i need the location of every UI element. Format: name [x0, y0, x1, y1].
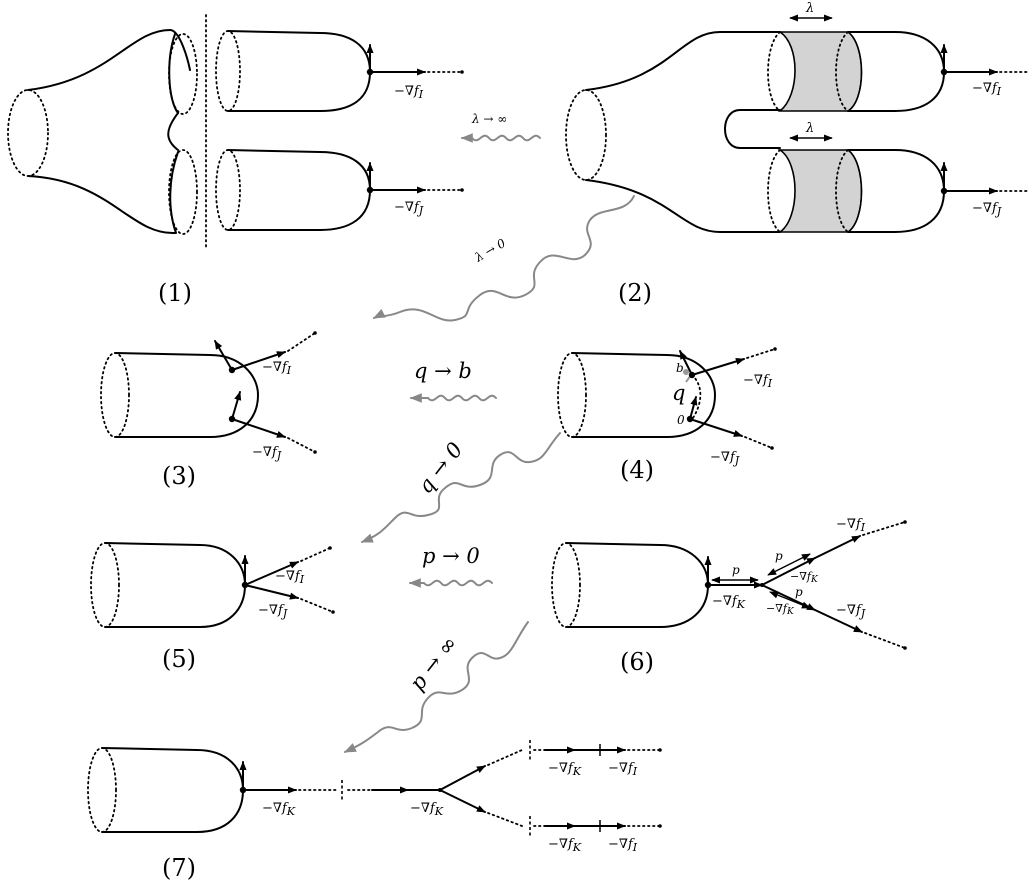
label-grad-fJ-p2b: −∇fJ	[972, 201, 1002, 218]
label-grad-fI-p4: −∇fI	[743, 373, 773, 390]
label-p-c: p	[795, 585, 803, 599]
svg-text:p → ∞: p → ∞	[405, 632, 462, 696]
svg-text:q → 0: q → 0	[413, 438, 467, 498]
label-q: q	[672, 381, 685, 405]
label-grad-fI-p7a: −∇fI	[608, 761, 638, 778]
label-grad-fK-p6: −∇fK	[712, 594, 746, 611]
limit-p-to-zero: p → 0	[408, 544, 493, 588]
label-grad-fI-p2a: −∇fI	[972, 81, 1002, 98]
label-grad-fJ-p5: −∇fJ	[258, 603, 288, 620]
panel-5-surface: −∇fI −∇fJ (5)	[90, 542, 335, 673]
label-grad-fI-p5: −∇fI	[275, 569, 305, 586]
svg-text:p → 0: p → 0	[422, 544, 480, 568]
panel-label-6: (6)	[620, 648, 654, 676]
label-grad-fK-upper: −∇fK	[790, 570, 819, 585]
panel-label-3: (3)	[162, 462, 196, 490]
label-grad-fK-p7d: −∇fK	[548, 837, 582, 854]
svg-text:λ → ∞: λ → ∞	[471, 112, 507, 126]
label-p-a: p	[732, 563, 740, 577]
panel-label-7: (7)	[162, 854, 196, 882]
label-grad-fJ-p4: −∇fJ	[710, 450, 740, 467]
label-lambda-bottom: λ	[805, 121, 814, 136]
label-zero: 0	[677, 413, 685, 427]
panel-1-split-surface: −∇fI −∇fJ (1)	[7, 14, 464, 307]
panel-3-surface: −∇fI −∇fJ (3)	[100, 331, 317, 490]
label-lambda-top: λ	[805, 1, 814, 16]
panel-2-neck-surface: λ −∇fI λ −∇fJ (2)	[565, 1, 1029, 307]
limit-q-to-zero: q → 0	[360, 432, 561, 543]
label-p-b: p	[775, 549, 783, 563]
label-b: b	[676, 361, 684, 375]
limit-p-to-infinity: p → ∞	[343, 621, 529, 753]
panel-label-2: (2)	[618, 279, 652, 307]
label-grad-fJ-p6: −∇fJ	[836, 603, 866, 620]
limit-lambda-to-infinity: λ → ∞	[460, 112, 541, 143]
label-grad-fK-p7a: −∇fK	[262, 801, 296, 818]
svg-text:q → b: q → b	[414, 359, 472, 383]
label-grad-fI-p7b: −∇fI	[608, 837, 638, 854]
svg-text:λ → 0: λ → 0	[472, 236, 509, 265]
panel-label-5: (5)	[162, 645, 196, 673]
label-grad-fI-p1a: −∇fI	[394, 84, 424, 101]
label-grad-fI-p3: −∇fI	[262, 360, 292, 377]
label-grad-fK-p7c: −∇fK	[548, 761, 582, 778]
panel-4-surface: b q 0 −∇fI −∇fJ (4)	[557, 347, 777, 484]
label-grad-fJ-p3: −∇fJ	[252, 445, 282, 462]
panel-label-1: (1)	[158, 279, 192, 307]
panel-6-surface: p −∇fK p −∇fK −∇fI p −∇fK −∇fJ (6)	[551, 517, 907, 676]
label-grad-fK-lower: −∇fK	[766, 602, 795, 617]
label-grad-fJ-p1b: −∇fJ	[394, 200, 424, 217]
label-grad-fK-p7b: −∇fK	[410, 801, 444, 818]
limit-q-to-b: q → b	[409, 359, 497, 403]
panel-label-4: (4)	[620, 456, 654, 484]
panel-7-surface: −∇fK −∇fK −∇fK −∇fI −∇fK −∇fI (7)	[87, 740, 662, 882]
label-grad-fI-p6: −∇fI	[836, 517, 866, 534]
